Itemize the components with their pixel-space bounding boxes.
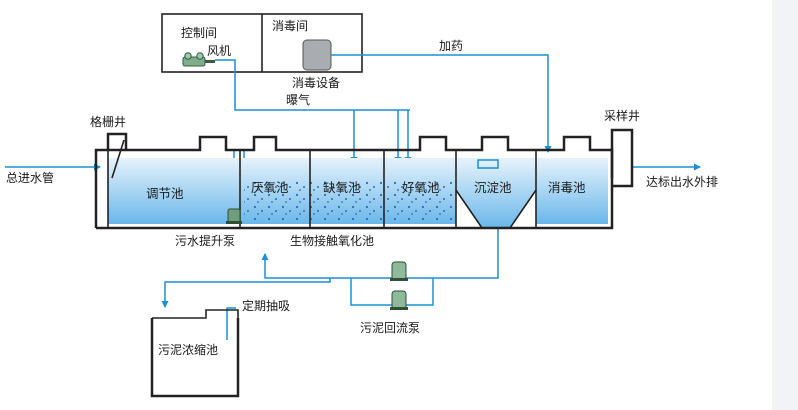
settling-hopper — [455, 189, 537, 229]
screen-well — [106, 132, 128, 150]
disinfection-room-label: 消毒间 — [272, 19, 308, 33]
bubble-aeration-icon — [244, 180, 452, 222]
sludge-return-pump-label: 污泥回流泵 — [360, 321, 420, 335]
disinfection-water — [536, 158, 608, 224]
equipment-building: 控制间 风机 消毒间 消毒设备 — [161, 13, 363, 90]
settling-water — [456, 158, 536, 228]
screen-well-wall — [94, 148, 108, 228]
treatment-tanks: 调节池 厌氧池 缺氧池 好氧池 沉淀池 消毒池 — [94, 128, 634, 230]
sludge-to-thickener-pipe — [161, 278, 331, 308]
sludge-thickener-label: 污泥浓缩池 — [158, 342, 218, 357]
aeration-label: 曝气 — [286, 92, 310, 107]
dosing-label: 加药 — [439, 39, 463, 53]
right-margin-strip — [772, 0, 798, 410]
return-pump-icon — [390, 261, 408, 310]
blower-icon — [182, 52, 215, 67]
aerobic-tank-label: 好氧池 — [402, 180, 440, 195]
main-inlet-label: 总进水管 — [6, 170, 54, 185]
settling-tank-label: 沉淀池 — [474, 180, 512, 195]
thickener-return-pipe — [226, 307, 236, 340]
disinfection-equipment-label: 消毒设备 — [292, 76, 340, 90]
contact-oxidation-label: 生物接触氧化池 — [290, 233, 374, 248]
settling-inlet-baffle — [477, 159, 499, 169]
blower-label: 风机 — [207, 44, 231, 58]
sludge-return-pipe — [261, 228, 499, 279]
control-room-label: 控制间 — [181, 26, 217, 40]
pipework: 加药 曝气 — [5, 39, 701, 340]
dosing-pipe — [331, 54, 552, 153]
outlet-label: 达标出水外排 — [646, 175, 718, 189]
screen-well-label: 格栅井 — [90, 114, 126, 129]
periodic-suction-label: 定期抽吸 — [242, 298, 290, 313]
sludge-thickener-tank — [150, 318, 240, 398]
sampling-well — [610, 128, 634, 188]
lift-pump-label: 污水提升泵 — [175, 233, 235, 248]
submersible-pump-icon — [226, 208, 242, 224]
regulating-water — [108, 158, 240, 224]
sampling-well-label: 采样井 — [604, 108, 640, 123]
aeration-trunk — [215, 59, 410, 111]
disinfection-unit-icon — [302, 39, 332, 71]
regulating-tank-label: 调节池 — [146, 186, 184, 201]
bar-screen — [111, 139, 125, 179]
anoxic-tank-label: 缺氧池 — [323, 180, 361, 195]
sludge-thickener-lid — [152, 309, 239, 319]
anaerobic-tank-label: 厌氧池 — [251, 180, 289, 195]
disinfection-tank-label: 消毒池 — [548, 180, 586, 195]
tank-top-slab — [108, 135, 612, 152]
